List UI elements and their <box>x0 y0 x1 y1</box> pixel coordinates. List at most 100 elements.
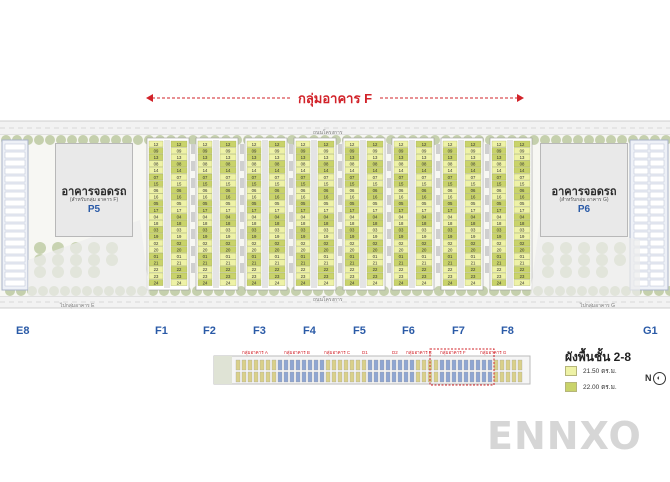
unit-number: 05 <box>203 201 208 206</box>
tree-icon <box>606 135 616 145</box>
unit-cell <box>197 279 213 286</box>
unit-cell <box>317 239 335 247</box>
unit-number: 24 <box>324 280 329 285</box>
unit-number: 14 <box>154 168 159 173</box>
unit-cell <box>344 279 360 286</box>
parking-title: อาคารจอดรถ <box>61 186 127 198</box>
unit-cell <box>295 239 311 247</box>
unit-cell <box>442 187 458 194</box>
unit-number: 24 <box>154 280 159 285</box>
unit-cell <box>246 193 262 200</box>
unit-cell <box>442 226 458 233</box>
unit-cell <box>219 239 237 247</box>
unit-cell <box>464 213 482 220</box>
unit-cell <box>295 253 311 260</box>
unit-cell <box>197 180 213 187</box>
unit-cell <box>246 220 262 227</box>
keymap-label: D2 <box>392 350 398 355</box>
unit-number: 13 <box>520 155 525 160</box>
unit-cell <box>491 272 507 280</box>
unit-cell <box>415 253 433 260</box>
unit-number: 12 <box>373 142 378 147</box>
unit-number: 17 <box>177 208 182 213</box>
unit-number: 16 <box>252 195 257 200</box>
unit-cell <box>464 200 482 207</box>
unit-number: 18 <box>471 221 476 226</box>
unit-number: 23 <box>471 274 476 279</box>
unit-cell <box>491 187 507 194</box>
unit-cell <box>197 233 213 240</box>
unit-number: 20 <box>203 247 208 252</box>
unit-number: 15 <box>275 181 280 186</box>
keymap-label: กลุ่มอาคาร B <box>284 350 310 356</box>
unit-number: 16 <box>203 195 208 200</box>
unit-cell <box>464 259 482 266</box>
unit-cell <box>344 200 360 207</box>
unit-number: 09 <box>373 148 378 153</box>
unit-number: 14 <box>350 168 355 173</box>
unit-cell <box>197 167 213 174</box>
unit-number: 05 <box>252 201 257 206</box>
unit-cell <box>317 279 335 286</box>
tree-icon <box>562 135 572 145</box>
unit-cell <box>415 160 433 167</box>
unit-number: 12 <box>252 142 257 147</box>
keymap-label: กลุ่มอาคาร E <box>406 350 432 356</box>
unit-number: 17 <box>350 208 355 213</box>
unit-cell <box>295 213 311 220</box>
unit-cell <box>491 213 507 220</box>
unit-cell <box>170 266 188 273</box>
group-title-band: กลุ่มอาคาร F <box>0 86 670 110</box>
unit-cell <box>491 193 507 200</box>
group-title: กลุ่มอาคาร F <box>297 91 373 106</box>
unit-cell <box>491 206 507 214</box>
unit-number: 18 <box>448 221 453 226</box>
unit-cell <box>491 220 507 227</box>
unit-number: 24 <box>471 280 476 285</box>
unit-number: 21 <box>301 261 306 266</box>
unit-cell <box>442 213 458 220</box>
unit-number: 06 <box>203 188 208 193</box>
unit-number: 14 <box>226 168 231 173</box>
tree-icon <box>100 135 110 145</box>
unit-cell <box>513 239 531 247</box>
unit-cell <box>197 239 213 247</box>
unit-number: 04 <box>399 214 404 219</box>
unit-cell <box>295 187 311 194</box>
unit-cell <box>442 147 458 154</box>
unit-number: 21 <box>497 261 502 266</box>
keymap-label: กลุ่มอาคาร F <box>440 350 466 356</box>
unit-cell <box>148 193 164 200</box>
unit-cell <box>393 160 409 167</box>
unit-cell <box>197 173 213 181</box>
unit-number: 01 <box>422 254 427 259</box>
unit-cell <box>442 259 458 266</box>
unit-number: 18 <box>373 221 378 226</box>
unit-number: 12 <box>422 142 427 147</box>
unit-cell <box>295 193 311 200</box>
unit-cell <box>366 226 384 233</box>
unit-cell <box>170 167 188 174</box>
unit-number: 22 <box>497 267 502 272</box>
unit-number: 15 <box>301 181 306 186</box>
unit-number: 16 <box>471 195 476 200</box>
unit-cell <box>464 160 482 167</box>
unit-cell <box>317 173 335 181</box>
unit-cell <box>246 154 262 161</box>
unit-cell <box>317 193 335 200</box>
unit-cell <box>219 193 237 200</box>
unit-number: 16 <box>373 195 378 200</box>
tree-icon <box>111 135 121 145</box>
unit-cell <box>415 187 433 194</box>
unit-cell <box>344 173 360 181</box>
unit-cell <box>317 160 335 167</box>
unit-number: 03 <box>324 228 329 233</box>
unit-number: 15 <box>154 181 159 186</box>
unit-cell <box>295 272 311 280</box>
unit-cell <box>148 259 164 266</box>
unit-cell <box>415 213 433 220</box>
unit-cell <box>317 200 335 207</box>
unit-number: 06 <box>373 188 378 193</box>
unit-cell <box>415 246 433 253</box>
